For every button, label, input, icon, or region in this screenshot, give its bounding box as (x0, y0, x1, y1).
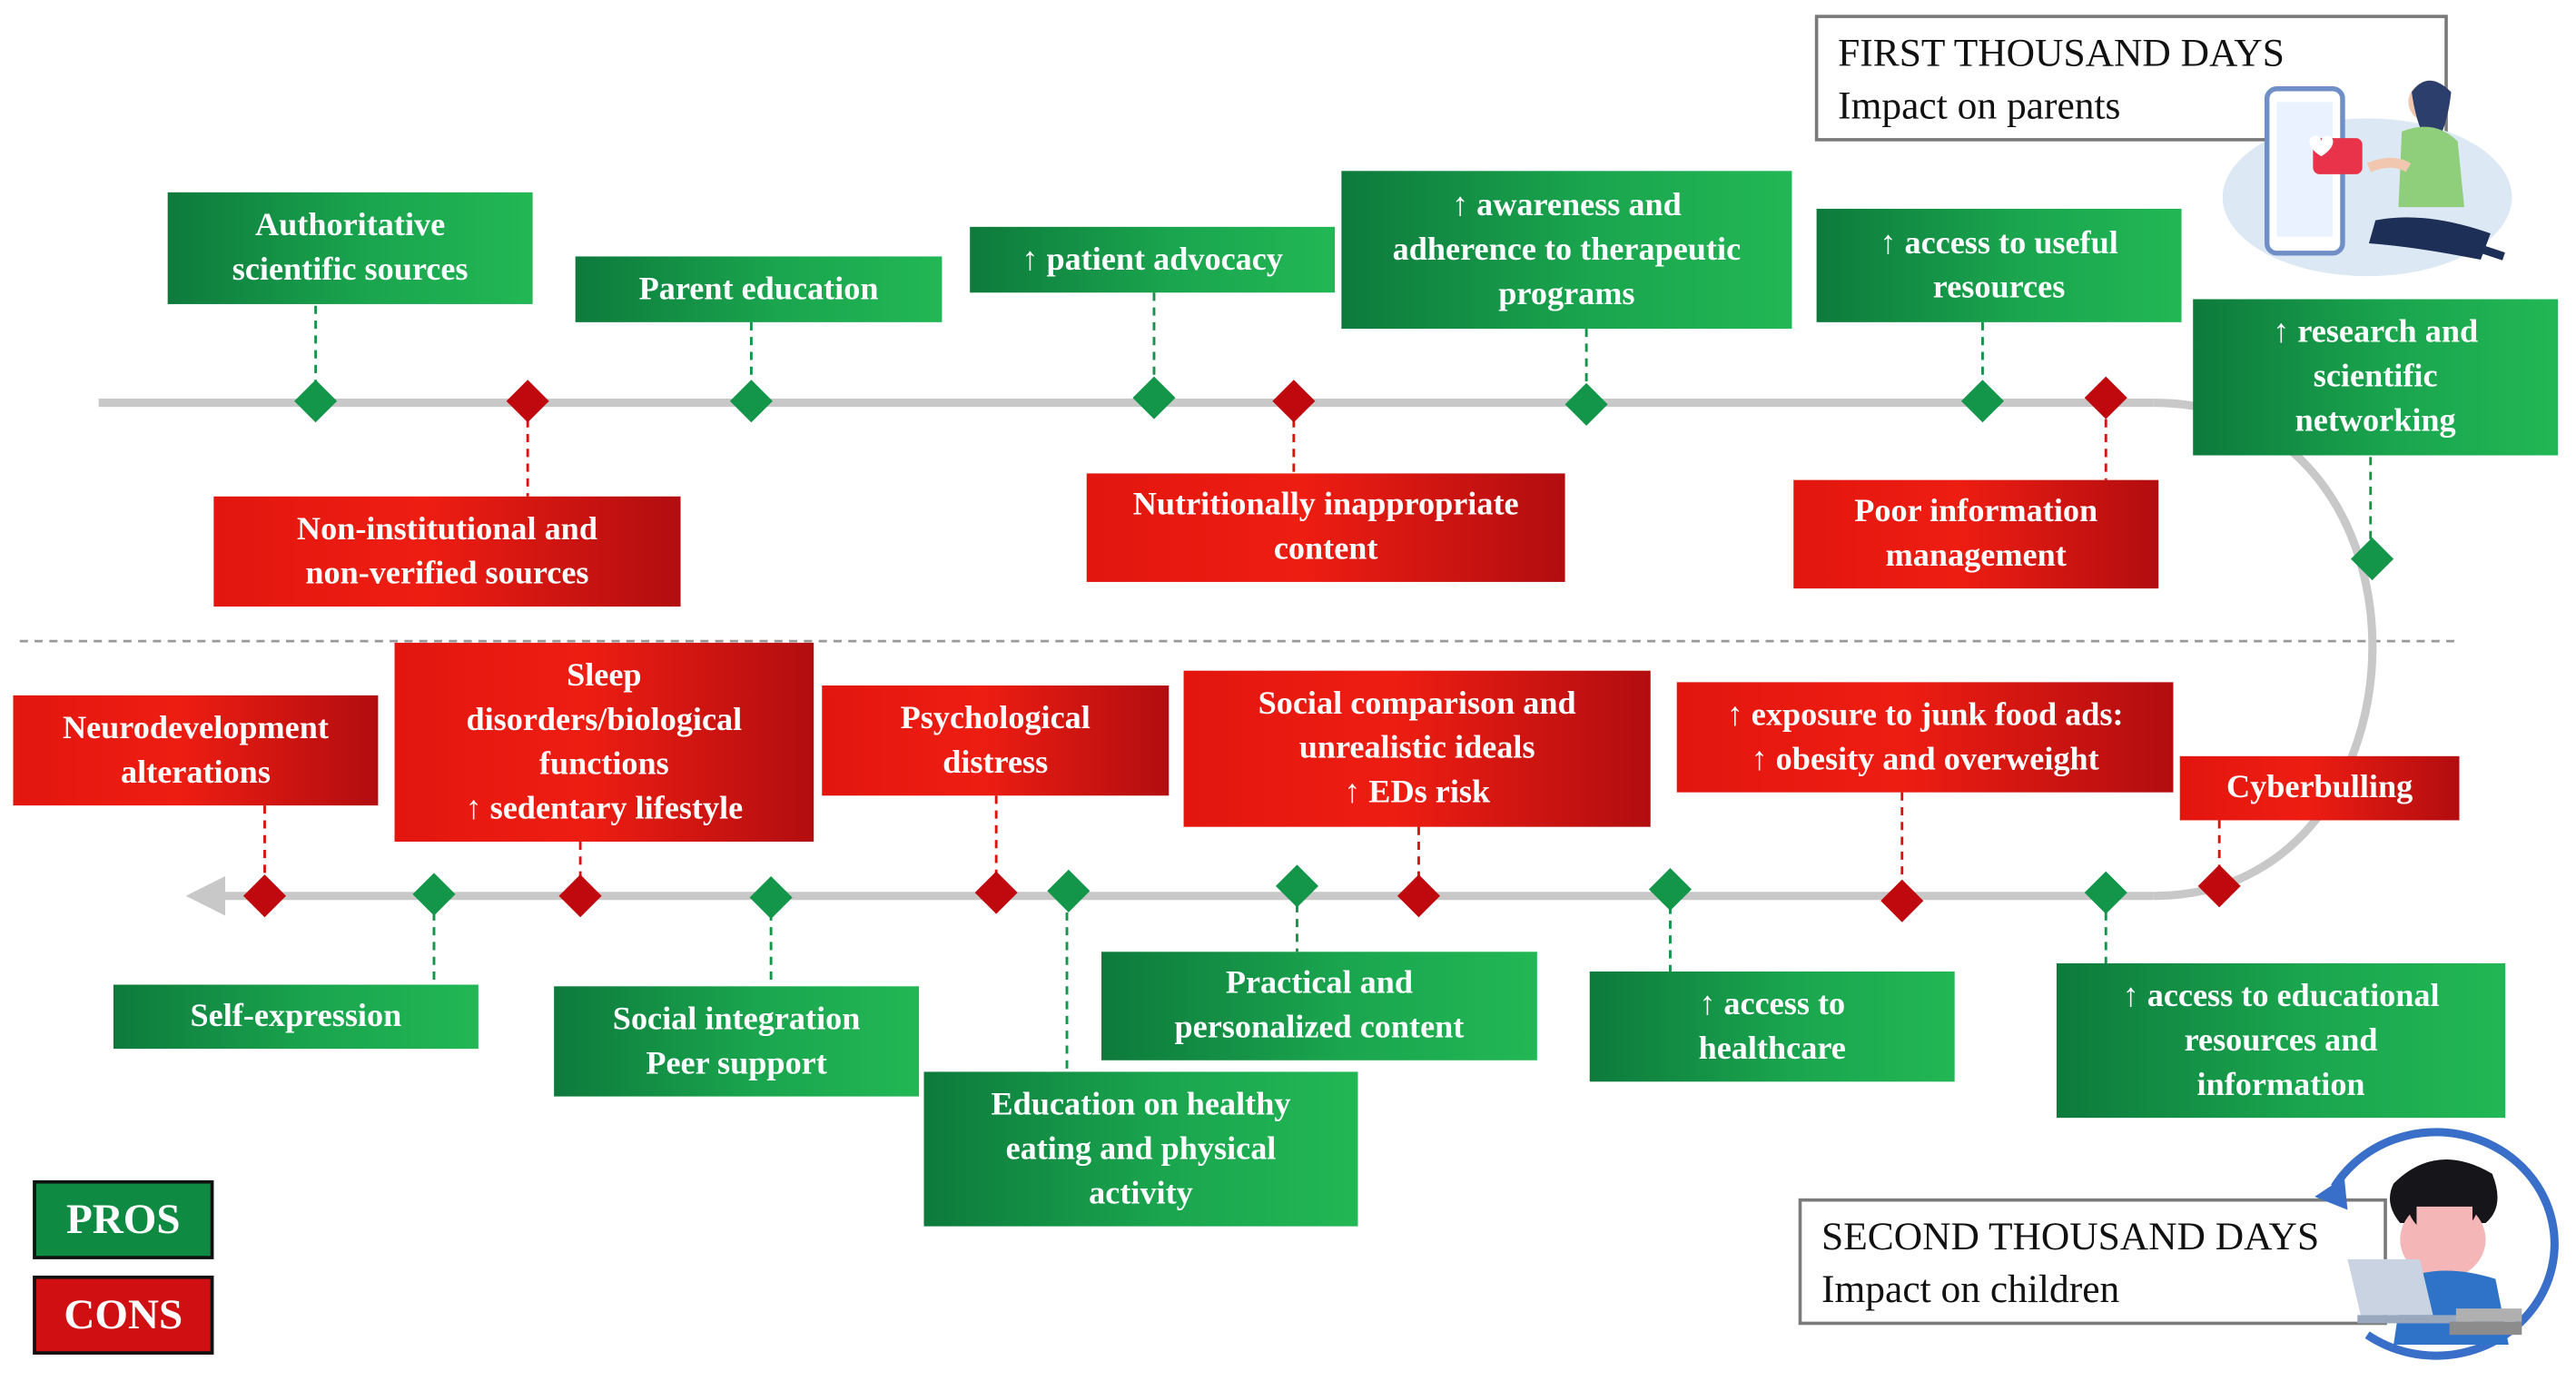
con-non-verified-sources: Non-institutional and non-verified sourc… (213, 496, 681, 607)
pro-parent-education: Parent education (575, 256, 943, 322)
pro-access-useful-resources: ↑ access to useful resources (1816, 208, 2182, 322)
diamond-pro (412, 873, 456, 916)
parent-with-phone-illustration (2222, 80, 2512, 277)
diamond-pro (1132, 376, 1176, 419)
second-header-title: SECOND THOUSAND DAYS (1821, 1216, 2320, 1259)
legend-cons: CONS (33, 1275, 214, 1355)
diamond-pro (1275, 864, 1319, 908)
con-neurodevelopment: Neurodevelopment alterations (13, 695, 379, 806)
pro-education-healthy-eating: Education on healthy eating and physical… (923, 1071, 1358, 1227)
pro-practical-content: Practical and personalized content (1101, 952, 1537, 1060)
diamond-con (974, 871, 1018, 914)
diamond-pro (1648, 867, 1693, 912)
timeline-curve (2153, 399, 2377, 901)
diamond-pro (2084, 871, 2127, 914)
pro-awareness-adherence: ↑ awareness and adherence to therapeutic… (1341, 171, 1792, 330)
second-header-subtitle: Impact on children (1821, 1268, 2120, 1312)
diamond-con (506, 380, 549, 423)
con-psychological-distress: Psychological distress (822, 685, 1170, 796)
pro-access-healthcare: ↑ access to healthcare (1589, 972, 1955, 1082)
con-junk-food-ads: ↑ exposure to junk food ads: ↑ obesity a… (1676, 682, 2174, 793)
diamond-pro (729, 380, 773, 423)
diamond-con (2084, 376, 2127, 419)
pro-authoritative-sources: Authoritative scientific sources (167, 192, 533, 304)
pro-research-networking: ↑ research and scientific networking (2193, 299, 2559, 456)
diamond-con (2197, 864, 2241, 908)
diamond-con (1880, 879, 1924, 922)
diamond-con (558, 874, 602, 918)
pro-access-educational-resources: ↑ access to educational resources and in… (2056, 962, 2506, 1119)
diamond-pro (749, 875, 793, 920)
con-nutritionally-inappropriate: Nutritionally inappropriate content (1086, 473, 1565, 582)
first-header-subtitle: Impact on parents (1838, 85, 2121, 129)
diamond-con (1272, 380, 1316, 423)
first-header-title: FIRST THOUSAND DAYS (1838, 33, 2285, 76)
second-thousand-days-header: SECOND THOUSAND DAYS Impact on children (1798, 1198, 2387, 1326)
diamond-pro (294, 380, 338, 423)
pro-self-expression: Self-expression (113, 984, 479, 1050)
con-sleep-sedentary: Sleep disorders/biological functions ↑ s… (394, 642, 814, 842)
con-poor-information-management: Poor information management (1793, 479, 2159, 589)
diamond-pro (1960, 380, 2004, 423)
circular-arrow-icon (2314, 1177, 2348, 1210)
legend-pros: PROS (33, 1179, 214, 1259)
timeline-arrow-head (185, 875, 226, 916)
diamond-con (1397, 874, 1440, 918)
diamond-con (242, 874, 287, 918)
first-thousand-days-header: FIRST THOUSAND DAYS Impact on parents (1814, 15, 2448, 142)
diamond-pro (2351, 538, 2394, 581)
diamond-pro (1564, 382, 1608, 426)
child-with-laptop-illustration (2314, 1128, 2559, 1360)
con-cyberbullying: Cyberbulling (2179, 755, 2460, 821)
pro-social-integration: Social integration Peer support (554, 986, 920, 1097)
diamond-pro (1047, 869, 1091, 912)
con-social-comparison: Social comparison and unrealistic ideals… (1183, 670, 1651, 827)
pro-patient-advocacy: ↑ patient advocacy (970, 226, 1336, 293)
